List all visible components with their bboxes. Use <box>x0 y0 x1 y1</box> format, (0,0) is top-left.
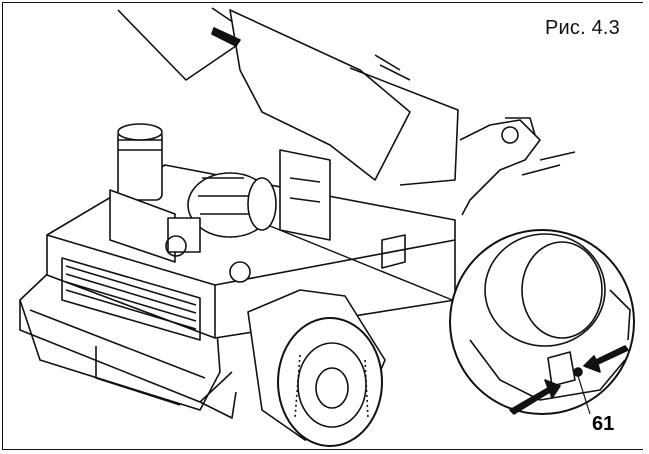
figure-label: Рис. 4.3 <box>544 17 620 39</box>
callout-number: 61 <box>592 413 615 435</box>
trailer-wheel <box>247 289 386 447</box>
engine-assembly <box>109 123 331 283</box>
open-canopy <box>117 7 459 186</box>
hose-assembly <box>459 117 576 216</box>
arrow-icon <box>509 345 629 415</box>
figure-frame <box>2 2 643 450</box>
air-filter-detail <box>449 229 635 415</box>
callout-leader <box>577 375 591 415</box>
leader-line <box>269 225 473 309</box>
